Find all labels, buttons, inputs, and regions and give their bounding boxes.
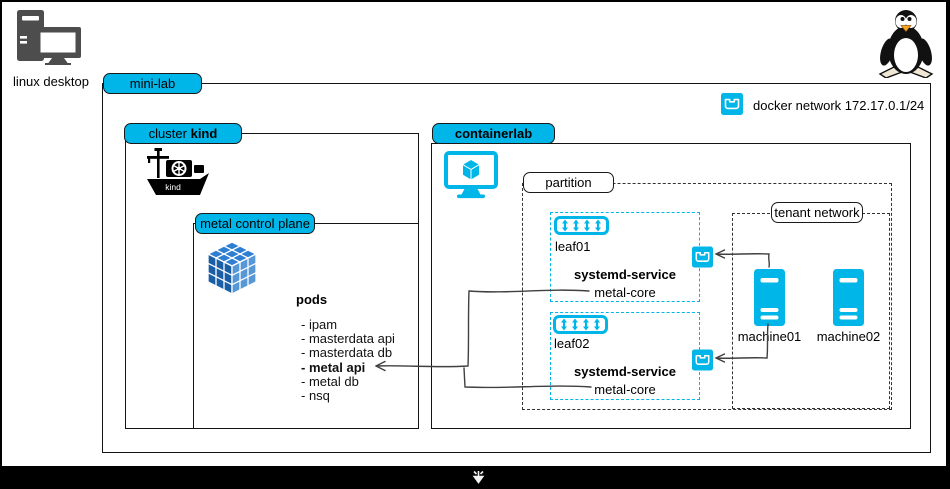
containerlab-label: containerlab: [432, 123, 555, 144]
scroll-down-icon[interactable]: [472, 470, 485, 484]
pod-item: - ipam: [301, 317, 338, 332]
containerlab-label-text: containerlab: [454, 126, 533, 141]
switch-icon: [553, 315, 608, 334]
server-icon: [833, 269, 864, 326]
diagram-canvas: linux desktop mini-lab docker network 17…: [2, 2, 946, 466]
partition-label-text: partition: [545, 175, 592, 190]
docker-bridge-icon: [721, 93, 743, 115]
metal-control-plane-label: metal control plane: [195, 213, 315, 234]
pods-list: - ipam - masterdata api - masterdata db …: [301, 317, 395, 404]
pods-title: pods: [296, 292, 328, 307]
cluster-kind-label-name: kind: [190, 126, 218, 141]
linux-desktop-icon: [16, 9, 82, 65]
cluster-kind-label: cluster kind: [124, 123, 242, 144]
leaf01-name: leaf01: [555, 239, 591, 254]
tenant-network-label: tenant network: [771, 202, 863, 223]
leaf02-service-title: systemd-service: [574, 364, 676, 379]
server-icon: [754, 269, 785, 326]
pod-item: - nsq: [301, 388, 330, 404]
docker-network-label: docker network 172.17.0.1/24: [753, 98, 925, 113]
containerlab-box: [431, 143, 911, 429]
kind-ship-text: kind: [165, 182, 181, 192]
docker-bridge-icon: [692, 246, 713, 268]
mini-lab-box: [102, 83, 931, 453]
mini-lab-label: mini-lab: [103, 73, 202, 94]
mini-lab-label-text: mini-lab: [129, 76, 176, 91]
machine02-label: machine02: [816, 329, 881, 344]
leaf01-service-name: metal-core: [594, 285, 656, 300]
metal-control-plane-label-text: metal control plane: [200, 216, 310, 231]
pod-item: - masterdata db: [301, 345, 393, 361]
leaf02-name: leaf02: [554, 336, 590, 351]
pod-item: - masterdata api: [301, 331, 395, 347]
tenant-network-label-text: tenant network: [774, 205, 860, 220]
docker-bridge-icon: [692, 349, 713, 371]
pod-item-metal-api: - metal api: [301, 359, 366, 375]
pod-item: - metal db: [301, 373, 359, 389]
switch-icon: [554, 216, 609, 235]
bottom-bar: [0, 468, 950, 489]
containerlab-monitor-icon: [444, 151, 498, 199]
partition-label: partition: [523, 172, 614, 193]
machine01-label: machine01: [737, 329, 802, 344]
tux-penguin-icon: [878, 6, 934, 78]
metal-stack-cube-icon: [206, 241, 258, 295]
leaf01-service-title: systemd-service: [574, 267, 676, 282]
leaf02-service-name: metal-core: [594, 382, 656, 397]
cluster-kind-label-prefix: cluster: [148, 126, 187, 141]
kind-ship-icon: kind: [144, 148, 210, 196]
linux-desktop-label: linux desktop: [13, 74, 89, 89]
